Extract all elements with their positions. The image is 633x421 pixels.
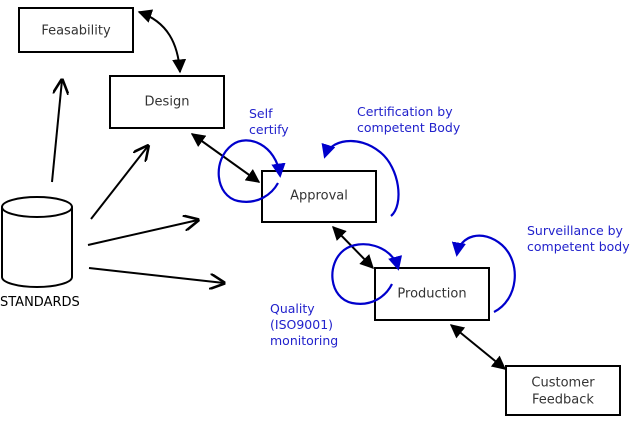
flow-standards-feasability[interactable] <box>51 80 62 183</box>
surveillance-loop-path <box>451 234 516 313</box>
cylinder-top-ellipse <box>1 196 73 218</box>
quality-label-line1: Quality <box>270 301 315 316</box>
self-certify-loop-path <box>217 139 286 203</box>
loop-quality-monitoring[interactable]: Quality (ISO9001) monitoring <box>270 243 403 348</box>
loop-surveillance-competent-body[interactable]: Surveillance by competent body <box>451 223 630 313</box>
quality-label-line2: (ISO9001) <box>270 317 333 332</box>
flow-design-approval[interactable] <box>190 133 261 183</box>
datastore-standards[interactable]: STANDARDS <box>0 196 80 310</box>
cylinder-body <box>1 207 73 288</box>
flow-approval-production[interactable] <box>332 225 374 270</box>
surveillance-label-line1: Surveillance by <box>527 223 624 238</box>
node-approval[interactable]: Approval <box>261 170 377 223</box>
node-feasability[interactable]: Feasability <box>18 7 134 53</box>
flow-production-customer-feedback[interactable] <box>449 324 507 370</box>
certification-label-line1: Certification by <box>357 104 453 119</box>
flow-standards-production[interactable] <box>88 267 224 283</box>
node-design[interactable]: Design <box>109 75 225 129</box>
feasability-box <box>18 7 134 53</box>
design-label: Design <box>145 95 190 110</box>
node-production[interactable]: Production <box>374 267 490 321</box>
production-box <box>374 267 490 321</box>
approval-box <box>261 170 377 223</box>
certification-loop-path <box>321 139 400 217</box>
certification-label-line2: competent Body <box>357 120 461 135</box>
surveillance-label-line2: competent body <box>527 239 630 254</box>
customer-feedback-box <box>505 365 621 416</box>
loop-self-certify[interactable]: Self certify <box>217 106 290 203</box>
design-box <box>109 75 225 129</box>
datastore-label: STANDARDS <box>0 295 80 310</box>
feasability-label: Feasability <box>41 24 111 39</box>
flow-standards-approval[interactable] <box>87 220 198 246</box>
production-label: Production <box>397 287 466 302</box>
customer-feedback-label-line2: Feedback <box>532 393 594 408</box>
quality-loop-path <box>331 243 403 305</box>
quality-label-line3: monitoring <box>270 333 338 348</box>
flow-standards-design[interactable] <box>90 146 148 220</box>
customer-feedback-label-line1: Customer <box>531 376 595 391</box>
self-certify-label-line1: Self <box>249 106 273 121</box>
node-customer-feedback[interactable]: Customer Feedback <box>505 365 621 416</box>
flow-feasability-design[interactable] <box>137 9 187 74</box>
self-certify-label-line2: certify <box>249 122 289 137</box>
loop-certification-competent-body[interactable]: Certification by competent Body <box>321 104 461 217</box>
approval-label: Approval <box>290 189 348 204</box>
